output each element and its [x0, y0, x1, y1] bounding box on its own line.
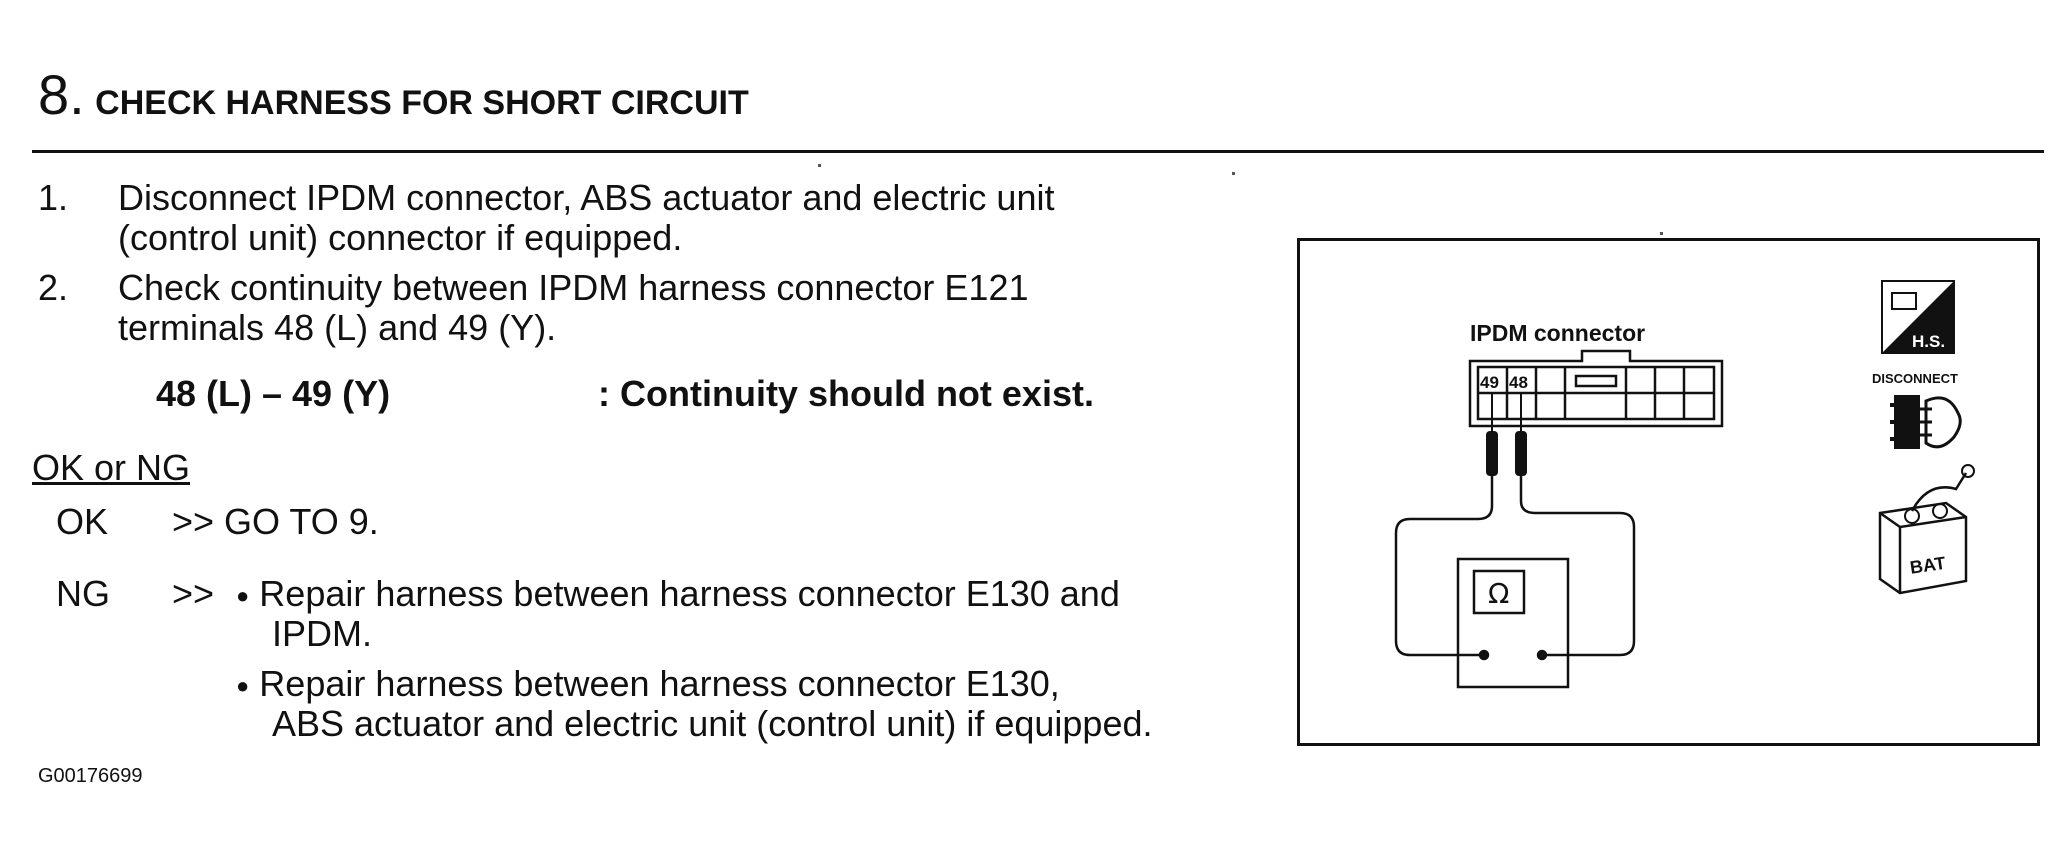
test-probes — [1486, 393, 1527, 476]
bullet-icon: ● — [236, 673, 250, 699]
battery-icon: BAT — [1878, 464, 1975, 595]
step-1-line-1: Disconnect IPDM connector, ABS actuator … — [118, 177, 1055, 218]
print-speck — [818, 164, 821, 167]
ng-arrow: >> — [172, 573, 215, 614]
pin-48-label: 48 — [1509, 373, 1528, 392]
disconnect-icon: DISCONNECT — [1872, 371, 1962, 449]
heading-divider — [32, 150, 2044, 153]
ohmmeter: Ω — [1456, 557, 1570, 689]
step-number: 8. — [38, 63, 85, 126]
print-speck — [1232, 172, 1235, 175]
step-1-line-2: (control unit) connector if equipped. — [118, 217, 683, 258]
step-1-number: 1. — [38, 177, 69, 218]
step-heading: 8. CHECK HARNESS FOR SHORT CIRCUIT — [38, 62, 749, 127]
ng-item-1-line-1: Repair harness between harness connector… — [259, 573, 1120, 614]
spec-result: : Continuity should not exist. — [598, 373, 1094, 414]
meter-leads — [1394, 476, 1636, 661]
ng-code: NG — [56, 573, 110, 614]
ng-item-2: ● Repair harness between harness connecto… — [236, 664, 1060, 706]
continuity-check-figure: IPDM connector 49 48 — [1297, 238, 2040, 746]
hot-stop-icon: H.S. — [1881, 280, 1955, 354]
step-2-line-2: terminals 48 (L) and 49 (Y). — [118, 307, 557, 348]
print-speck — [1660, 232, 1663, 235]
ok-ng-label: OK or NG — [32, 447, 191, 488]
battery-label: BAT — [1909, 553, 1947, 578]
step-title: CHECK HARNESS FOR SHORT CIRCUIT — [95, 84, 749, 122]
connector-label: IPDM connector — [1470, 320, 1645, 346]
spec-terminals: 48 (L) – 49 (Y) — [156, 373, 391, 414]
disconnect-label: DISCONNECT — [1872, 371, 1958, 386]
step-2-number: 2. — [38, 267, 69, 308]
ok-code: OK — [56, 501, 109, 542]
ipdm-connector — [1468, 349, 1724, 428]
ng-item-2-line-2: ABS actuator and electric unit (control … — [272, 703, 1153, 744]
ng-item-2-line-1: Repair harness between harness connector… — [259, 663, 1060, 704]
bullet-icon: ● — [236, 583, 250, 609]
ng-item-1-line-2: IPDM. — [272, 613, 373, 654]
step-2-line-1: Check continuity between IPDM harness co… — [118, 267, 1029, 308]
document-code: G00176699 — [38, 765, 143, 787]
hs-label: H.S. — [1912, 332, 1945, 351]
ok-action: >> GO TO 9. — [172, 501, 379, 542]
pin-49-label: 49 — [1480, 373, 1499, 392]
figure-illustration: IPDM connector 49 48 — [1394, 280, 1975, 689]
ng-item-1: ● Repair harness between harness connecto… — [236, 574, 1120, 616]
ohm-symbol: Ω — [1488, 577, 1509, 610]
